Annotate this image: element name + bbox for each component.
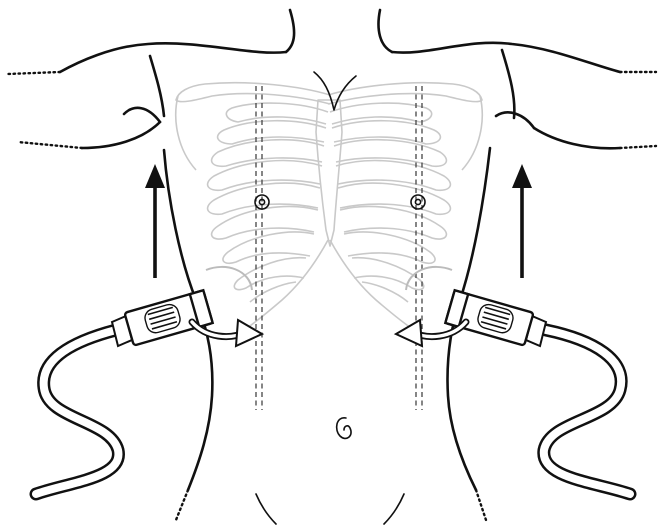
left-arm-bottom (82, 122, 160, 148)
left-deltoid (150, 56, 164, 116)
right-deltoid (502, 50, 514, 118)
ultrasound-probe-right (396, 267, 630, 494)
right-hip-line (384, 494, 404, 524)
arrow-up-right (512, 164, 532, 278)
left-axilla-fold (124, 108, 160, 122)
neck-left (286, 10, 294, 52)
right-flank-fade (476, 490, 486, 520)
left-arm-bottom-fade (18, 142, 82, 148)
arrow-up-left (145, 164, 165, 278)
rib-cage (176, 83, 483, 330)
right-axilla-fold (496, 112, 534, 128)
torso-outline (8, 10, 656, 524)
neck-right (379, 10, 393, 52)
left-shoulder (60, 43, 286, 72)
right-arm-bottom-fade (620, 146, 656, 148)
left-flank-fade (176, 490, 188, 520)
right-arm-bottom (534, 128, 620, 148)
left-arm-top-fade (8, 72, 60, 74)
navel (337, 418, 351, 439)
jugular-notch (314, 72, 356, 110)
ultrasound-probe-left (36, 267, 262, 494)
left-hip-line (256, 494, 276, 524)
nipple-right (411, 195, 425, 209)
reference-lines (256, 86, 422, 410)
